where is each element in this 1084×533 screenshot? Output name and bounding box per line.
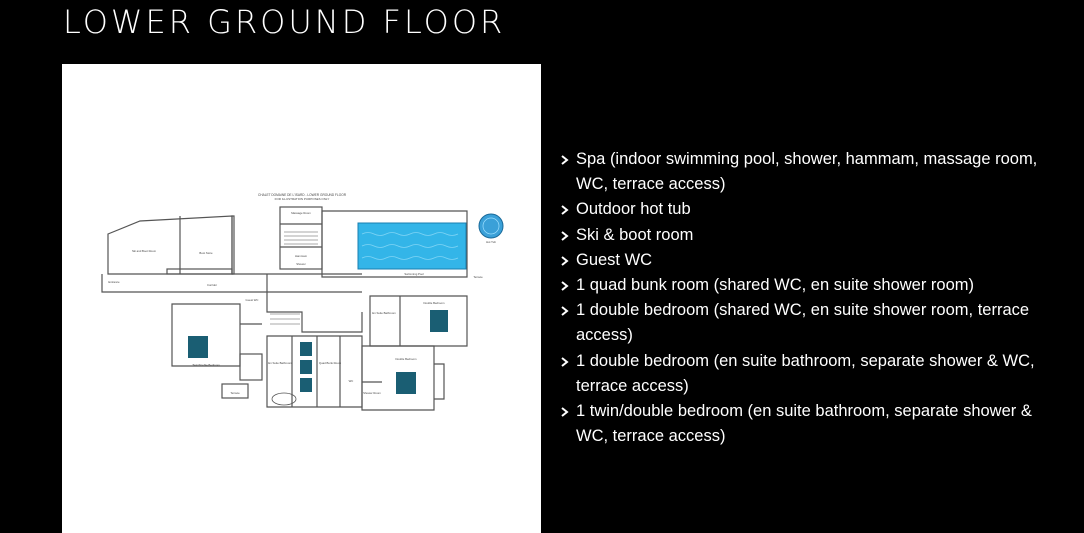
- feature-text: 1 quad bunk room (shared WC, en suite sh…: [576, 276, 975, 295]
- list-item: Spa (indoor swimming pool, shower, hamma…: [560, 147, 1060, 197]
- bed-icon: [396, 372, 416, 394]
- chevron-right-icon: [561, 155, 569, 165]
- feature-text: Ski & boot room: [576, 225, 694, 244]
- room-label-entrance: Entrance: [108, 280, 120, 284]
- chevron-right-icon: [561, 281, 569, 291]
- plan-heading: CHALET DOMAINE DE L'ISARD - LOWER GROUND…: [258, 193, 347, 197]
- list-item: 1 double bedroom (en suite bathroom, sep…: [560, 349, 1060, 399]
- bed-icon: [188, 336, 208, 358]
- list-item: 1 double bedroom (shared WC, en suite sh…: [560, 298, 1060, 348]
- room-label-bunk-room: Quad Bunk Room: [319, 361, 342, 365]
- feature-text: Spa (indoor swimming pool, shower, hamma…: [576, 150, 1038, 194]
- pool-icon: [357, 222, 467, 270]
- room-label-bedroom-7: Twin/Double Bedroom: [192, 363, 220, 367]
- feature-text: Guest WC: [576, 250, 653, 269]
- room-label-corridor: Corridor: [207, 283, 217, 287]
- stairs-icon: [270, 231, 318, 325]
- room-label-ski-room: Ski and Boot Room: [132, 249, 157, 253]
- room-label-boot-store: Boot Store: [199, 251, 213, 255]
- room-label-wc: WC: [349, 379, 354, 383]
- chevron-right-icon: [561, 205, 569, 216]
- room-label-massage-room: Massage Room: [291, 211, 311, 215]
- room-label-terrace-east: Terrace: [473, 275, 483, 279]
- floor-plan-image: CHALET DOMAINE DE L'ISARD - LOWER GROUND…: [101, 193, 504, 411]
- list-item: Outdoor hot tub: [560, 197, 1060, 222]
- room-label-bedroom-6: Double Bedroom: [424, 301, 446, 305]
- room-label-pool: Swimming Pool: [404, 272, 424, 276]
- room-label-hot-tub: Hot Tub: [486, 240, 496, 244]
- page-title: LOWER GROUND FLOOR: [63, 3, 506, 41]
- chevron-right-icon: [561, 230, 569, 241]
- floor-plan-panel: CHALET DOMAINE DE L'ISARD - LOWER GROUND…: [62, 64, 541, 533]
- room-label-terrace-south: Terrace: [230, 391, 240, 395]
- chevron-right-icon: [561, 407, 569, 417]
- pool-ripple: [361, 232, 459, 260]
- list-item: Ski & boot room: [560, 223, 1060, 248]
- bunk-bed-icon: [300, 378, 312, 392]
- features-list: Spa (indoor swimming pool, shower, hamma…: [560, 147, 1060, 449]
- feature-text: 1 double bedroom (en suite bathroom, sep…: [576, 351, 1035, 395]
- room-label-guest-wc: Guest WC: [246, 298, 259, 302]
- plan-subheading: FOR ILLUSTRATION PURPOSES ONLY: [275, 197, 330, 201]
- room-label-bathroom-a: En Suite Bathroom: [268, 361, 292, 365]
- room-label-shower-room: Shower Room: [363, 391, 381, 395]
- room-label-bedroom-5: Double Bedroom: [396, 357, 418, 361]
- bunk-bed-icon: [300, 360, 312, 374]
- chevron-right-icon: [561, 256, 569, 266]
- room-label-hammam: Hammam: [295, 254, 308, 258]
- room-label-bathroom-b: En Suite Bathroom: [372, 311, 396, 315]
- chevron-right-icon: [561, 306, 569, 316]
- hot-tub-icon: [478, 213, 504, 239]
- feature-text: 1 double bedroom (shared WC, en suite sh…: [576, 301, 1030, 345]
- room-label-shower: Shower: [296, 262, 306, 266]
- plan-walls: [101, 206, 468, 411]
- chevron-right-icon: [561, 356, 569, 367]
- bed-icon: [430, 310, 448, 332]
- feature-text: Outdoor hot tub: [576, 200, 691, 219]
- list-item: 1 twin/double bedroom (en suite bathroom…: [560, 399, 1060, 449]
- list-item: Guest WC: [560, 248, 1060, 273]
- list-item: 1 quad bunk room (shared WC, en suite sh…: [560, 273, 1060, 298]
- feature-text: 1 twin/double bedroom (en suite bathroom…: [576, 402, 1032, 446]
- bathtub-icon: [271, 392, 297, 406]
- bunk-bed-icon: [300, 342, 312, 356]
